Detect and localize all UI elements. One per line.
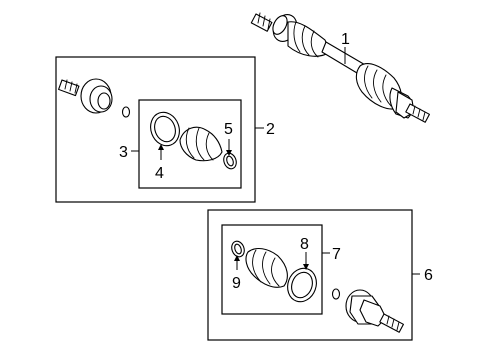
callout-9: 9 bbox=[232, 275, 241, 292]
callout-5: 5 bbox=[224, 121, 233, 138]
inner-boot[interactable] bbox=[179, 126, 223, 162]
callout-8: 8 bbox=[300, 236, 309, 253]
outer-cv-joint[interactable] bbox=[345, 289, 404, 333]
callout-7: 7 bbox=[332, 246, 341, 263]
callout-6: 6 bbox=[424, 267, 433, 284]
callout-1: 1 bbox=[341, 31, 350, 48]
outer-joint-clip bbox=[331, 288, 341, 300]
outer-boot[interactable] bbox=[245, 247, 288, 288]
callout-3: 3 bbox=[119, 144, 128, 161]
callout-4: 4 bbox=[155, 165, 164, 182]
inner-boot-clamp-ring[interactable] bbox=[146, 108, 184, 150]
axle-outer-spline-stub bbox=[405, 103, 430, 123]
callout-2: 2 bbox=[266, 121, 275, 138]
inner-joint-clip bbox=[121, 106, 131, 118]
axle-inner-spline-stub bbox=[250, 12, 273, 32]
outer-boot-small-clamp[interactable] bbox=[230, 239, 247, 258]
axle-shaft-assembly[interactable] bbox=[250, 10, 430, 123]
leader-lines bbox=[131, 47, 420, 275]
inner-cv-joint[interactable] bbox=[58, 78, 113, 114]
